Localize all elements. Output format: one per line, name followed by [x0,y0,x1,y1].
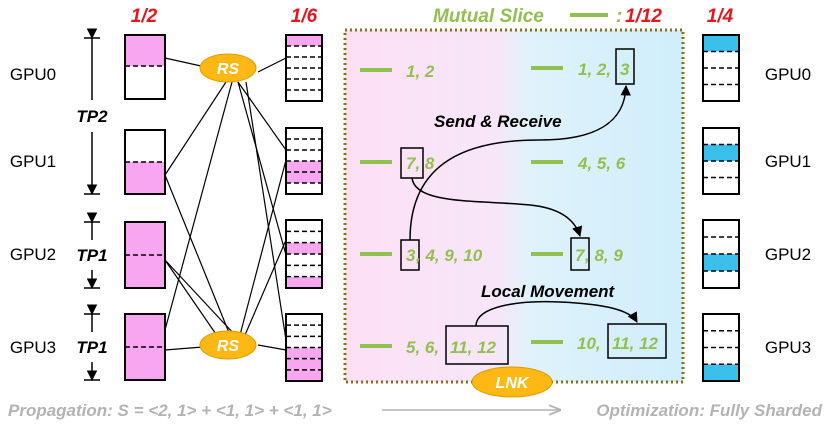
slice-left-2a: 3 [406,246,416,265]
shard-col1-gpu2 [124,221,166,289]
slice-left-1: 7, 8 [406,154,435,173]
footer-optimization: Optimization: Fully Sharded [596,401,822,420]
shard-col1-gpu1 [124,129,166,195]
slice-right-2a: 7 [575,246,586,265]
slice-right-3a: 10, [577,334,601,353]
shard-col4-gpu3 [702,313,740,382]
rs-op-bottom: RS [199,330,257,360]
shard-col1-gpu3 [124,313,166,381]
lnk-op: LNK [471,366,553,398]
shard-col2-gpu0 [285,34,323,102]
shard-col2-fill [286,172,322,183]
slice-right-1: 4, 5, 6 [577,154,626,173]
slice-left-3-box [445,325,509,365]
gpu-label-right-0: GPU0 [765,65,811,84]
shard-col2-fill [286,35,322,46]
tp2-bracket [84,28,100,196]
slice-left-0: 1, 2 [406,62,435,81]
tp-label-0: TP2 [76,107,108,126]
header-mutual-label: Mutual Slice [433,6,544,27]
slice-right-3-box [607,323,667,359]
header-mutual-colon: : [616,6,622,27]
header-col4: 1/4 [707,6,734,27]
send-arrow-3 [409,84,631,241]
header-col1: 1/2 [131,6,158,27]
slice-left-3b: 11, 12 [450,338,497,357]
header-col2: 1/6 [291,6,318,27]
tp1-bracket-b [84,304,100,382]
gpu-label-right-1: GPU1 [765,152,811,171]
tp1-bracket-a [84,212,100,290]
slices-right: 1, 2, 3 4, 5, 6 7 , 8, 9 10, 11, 12 [531,48,667,359]
slice-right-0-box [615,48,635,85]
gpu-label-left-2: GPU2 [10,245,56,264]
tp-label-1: TP1 [76,246,107,265]
rs-top-label: RS [217,61,240,78]
send-arrow-7-8 [411,177,583,238]
mutual-slice-region [343,28,685,384]
shard-col2-fill [286,358,322,370]
header-mutual-value: 1/12 [625,6,662,27]
shard-col2 [285,34,323,382]
gpu-label-left-3: GPU3 [10,338,56,357]
shard-col4-fill [703,364,739,381]
send-receive-label: Send & Receive [434,112,562,131]
shard-col2-gpu1 [285,127,323,195]
shard-col2-fill [286,276,322,288]
rs-connection-lines [164,57,287,351]
local-movement-label: Local Movement [481,282,616,301]
slice-right-0b: 3 [620,60,630,79]
shard-col4 [702,34,740,382]
shard-col4-gpu0 [702,34,740,102]
slice-left-2b: , 4, 9, 10 [415,246,483,265]
footer-propagation: Propagation: S = <2, 1> + <1, 1> + <1, 1… [8,401,332,420]
shard-col4-gpu1 [702,127,740,195]
shard-col2-fill [286,161,322,172]
rs-bottom-label: RS [217,338,240,355]
movement-arrows [409,84,638,327]
shard-col4-fill [703,254,739,271]
slice-right-2-box [570,237,590,271]
shard-col2-fill [286,369,322,381]
slice-left-3a: 5, 6, [406,338,439,357]
gpu-label-left-1: GPU1 [10,152,56,171]
shard-col2-fill [286,347,322,359]
shard-col4-gpu2 [702,219,740,289]
rs-op-top: RS [199,53,257,83]
gpu-label-right-2: GPU2 [765,245,811,264]
shard-col2-gpu3 [285,313,323,382]
shard-col4-fill [703,144,739,161]
slices-left: 1, 2 7, 8 3 , 4, 9, 10 5, 6, 11, 12 [360,62,509,365]
slice-right-3b: 11, 12 [612,334,659,353]
slice-right-0a: 1, 2, [578,60,611,79]
slice-right-2b: , 8, 9 [584,246,623,265]
gpu-label-right-3: GPU3 [765,338,811,357]
gpu-label-left-0: GPU0 [10,65,56,84]
tp-label-2: TP1 [76,338,107,357]
shard-col2-gpu2 [285,219,323,289]
local-arrow-11-12 [475,300,638,327]
shard-col2-fill [286,242,322,254]
shard-col1-gpu0 [124,34,166,100]
lnk-label: LNK [496,375,530,392]
shard-col4-fill [703,35,739,52]
